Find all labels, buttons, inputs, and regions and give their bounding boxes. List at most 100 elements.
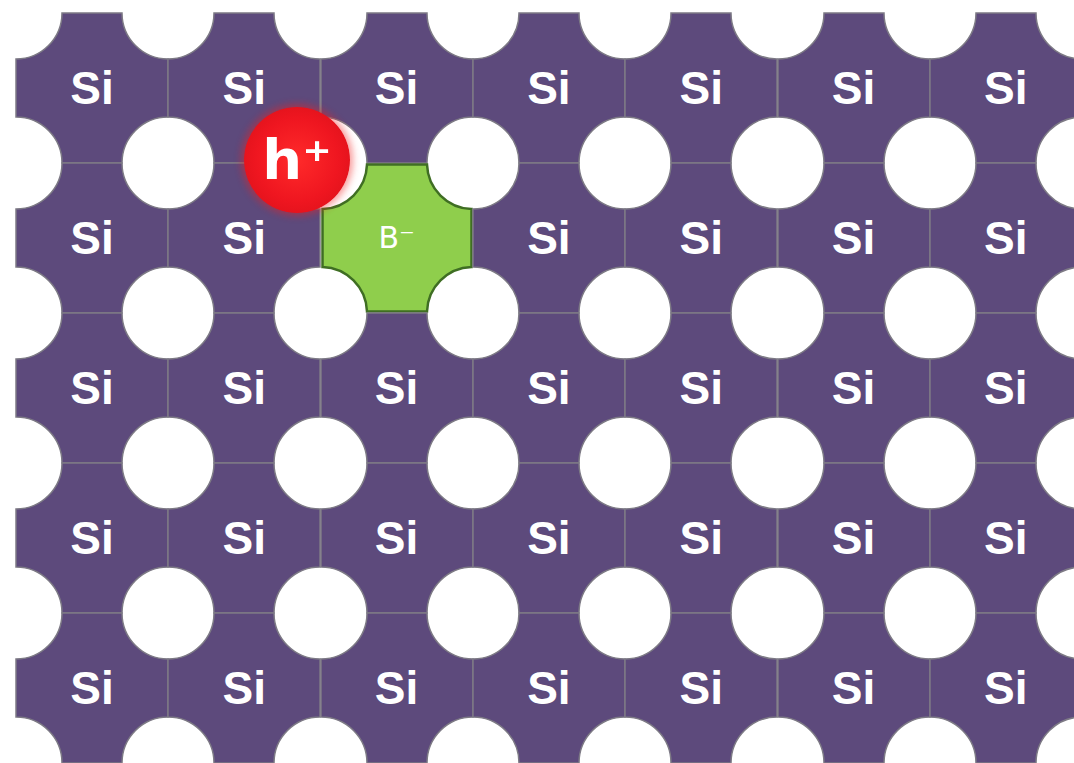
si-atom: Si: [16, 313, 168, 463]
atom-label: Si: [223, 665, 266, 711]
si-atom: Si: [16, 463, 168, 613]
atom-label: Si: [527, 365, 570, 411]
si-atom: Si: [168, 313, 320, 463]
si-tile: [473, 463, 625, 613]
si-tile: [778, 613, 930, 763]
boron-label: B⁻: [378, 223, 414, 253]
atom-label: Si: [984, 365, 1027, 411]
si-tile: [473, 313, 625, 463]
atom-label: Si: [375, 65, 418, 111]
si-atom: Si: [473, 463, 625, 613]
si-tile: [625, 13, 777, 163]
hole-label: h⁺: [262, 132, 331, 188]
si-tile: [625, 163, 777, 313]
atom-label: Si: [679, 665, 722, 711]
si-tile: [16, 163, 168, 313]
si-atom: Si: [16, 163, 168, 313]
si-atom: Si: [625, 613, 777, 763]
si-tile: [321, 313, 473, 463]
si-atom: Si: [168, 613, 320, 763]
si-tile: [625, 313, 777, 463]
atom-label: Si: [527, 515, 570, 561]
si-tile: [473, 613, 625, 763]
si-tile: [778, 463, 930, 613]
si-tile: [16, 613, 168, 763]
si-tile: [778, 163, 930, 313]
si-atom: Si: [473, 163, 625, 313]
si-tile: [778, 13, 930, 163]
si-atom: Si: [625, 463, 777, 613]
si-atom: Si: [625, 313, 777, 463]
si-tile: [930, 13, 1074, 163]
atom-label: Si: [527, 65, 570, 111]
atom-label: Si: [984, 515, 1027, 561]
si-atom: Si: [321, 463, 473, 613]
hole: h⁺: [244, 107, 350, 213]
si-tile: [168, 313, 320, 463]
si-tile: [625, 463, 777, 613]
atom-label: Si: [679, 365, 722, 411]
atom-label: Si: [832, 215, 875, 261]
atom-label: Si: [375, 365, 418, 411]
si-atom: Si: [778, 13, 930, 163]
si-atom: Si: [16, 613, 168, 763]
si-atom: Si: [16, 13, 168, 163]
atom-label: Si: [527, 215, 570, 261]
atom-label: Si: [223, 65, 266, 111]
si-atom: Si: [625, 163, 777, 313]
atom-label: Si: [832, 665, 875, 711]
atom-label: Si: [679, 515, 722, 561]
si-atom: Si: [930, 613, 1074, 763]
si-atom: Si: [473, 613, 625, 763]
si-atom: Si: [778, 163, 930, 313]
si-tile: [930, 613, 1074, 763]
atom-label: Si: [223, 515, 266, 561]
si-tile: [778, 313, 930, 463]
si-atom: Si: [778, 613, 930, 763]
si-atom: Si: [778, 313, 930, 463]
si-atom: Si: [168, 463, 320, 613]
atom-label: Si: [832, 365, 875, 411]
si-atom: Si: [321, 313, 473, 463]
si-atom: Si: [321, 613, 473, 763]
si-atom: Si: [778, 463, 930, 613]
si-tile: [625, 613, 777, 763]
si-tile: [168, 613, 320, 763]
atom-label: Si: [223, 215, 266, 261]
atom-label: Si: [375, 665, 418, 711]
atom-label: Si: [679, 65, 722, 111]
si-tile: [321, 463, 473, 613]
si-atom: Si: [473, 313, 625, 463]
atom-label: Si: [70, 65, 113, 111]
atom-label: Si: [679, 215, 722, 261]
si-tile: [168, 163, 320, 313]
si-atom: Si: [930, 13, 1074, 163]
atom-label: Si: [70, 365, 113, 411]
si-atom: Si: [625, 13, 777, 163]
si-tile: [16, 463, 168, 613]
si-tile: [168, 463, 320, 613]
atom-label: Si: [70, 665, 113, 711]
atom-label: Si: [223, 365, 266, 411]
atom-label: Si: [527, 665, 570, 711]
si-tile: [930, 163, 1074, 313]
atom-label: Si: [984, 665, 1027, 711]
si-atom: Si: [930, 313, 1074, 463]
si-atom: Si: [930, 163, 1074, 313]
si-atom: Si: [473, 13, 625, 163]
atom-label: Si: [832, 515, 875, 561]
si-tile: [930, 463, 1074, 613]
si-tile: [321, 613, 473, 763]
atom-label: Si: [832, 65, 875, 111]
si-tile: [473, 163, 625, 313]
boron-tile: [322, 165, 471, 312]
si-tile: [16, 313, 168, 463]
si-tile: [16, 13, 168, 163]
atom-label: Si: [375, 515, 418, 561]
si-tile: [930, 313, 1074, 463]
atom-label: Si: [984, 65, 1027, 111]
atom-label: Si: [984, 215, 1027, 261]
atom-label: Si: [70, 515, 113, 561]
si-tile: [473, 13, 625, 163]
